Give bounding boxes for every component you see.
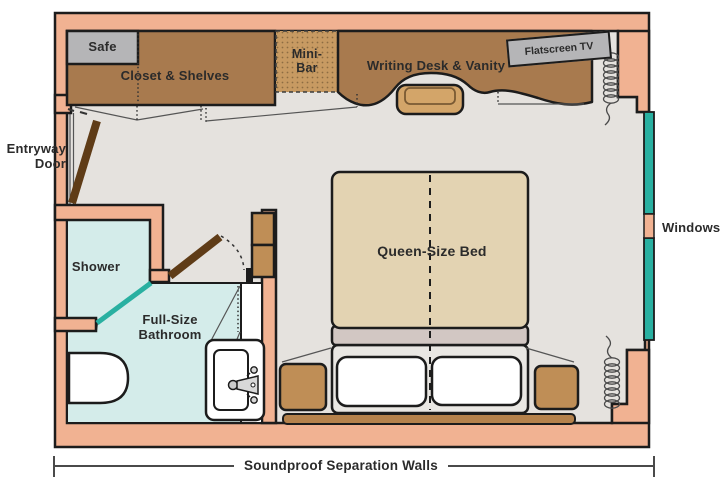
window-strip-lower	[643, 237, 655, 341]
nightstand-indicator-left	[281, 347, 332, 363]
curtain-coil-bottom	[603, 335, 621, 409]
minibar-texture	[275, 30, 339, 93]
toilet	[67, 351, 130, 405]
queen-bed	[330, 170, 530, 330]
desk-label: Writing Desk & Vanity	[366, 58, 506, 73]
tap-knob-left	[250, 366, 258, 374]
curtain-coil-top	[602, 52, 620, 126]
faucet-handle	[236, 375, 259, 395]
entry-door-swing-dashes	[67, 107, 88, 116]
door-latch-post	[246, 268, 253, 283]
pillow-left	[335, 355, 428, 408]
desk-stool-seat	[404, 87, 456, 105]
bathroom-wall-stub	[148, 268, 171, 284]
window-strip-upper	[643, 111, 655, 215]
nightstand-left	[278, 362, 328, 412]
sink	[204, 338, 266, 422]
pillow-right	[430, 355, 523, 407]
minibar-label: Mini- Bar	[291, 47, 323, 75]
bed-label: Queen-Size Bed	[377, 243, 487, 259]
windows-label: Windows	[662, 220, 721, 235]
closet-door-lines	[74, 106, 204, 121]
wall-step-bottom-right	[610, 348, 651, 425]
closet-label: Closet & Shelves	[120, 68, 230, 83]
shower-label: Shower	[71, 259, 121, 274]
window-divider	[643, 213, 655, 239]
bathroom-door-swing-arc	[220, 235, 245, 271]
shower-glass-door	[95, 280, 153, 326]
entryway-door	[68, 119, 101, 205]
nightstand-right	[533, 364, 580, 411]
headboard	[282, 413, 576, 425]
bathroom-label: Full-Size Bathroom	[138, 312, 202, 342]
safe	[65, 29, 140, 66]
bathroom-cabinet-lower	[250, 243, 276, 279]
safe-label: Safe	[88, 39, 117, 54]
nightstand-indicator-right	[525, 347, 575, 363]
soundproof-label: Soundproof Separation Walls	[234, 458, 448, 473]
desk-stool	[395, 83, 465, 116]
bathroom-door	[167, 233, 223, 280]
faucet-base	[227, 379, 239, 391]
tap-knob-right	[250, 396, 258, 404]
bathroom-cabinet-upper	[250, 211, 276, 247]
shower-wall-stub	[53, 316, 98, 333]
entry-door-label: Entryway Door	[6, 141, 66, 171]
tv-label: Flatscreen TV	[524, 40, 594, 58]
closet-door-line-2	[205, 106, 358, 122]
